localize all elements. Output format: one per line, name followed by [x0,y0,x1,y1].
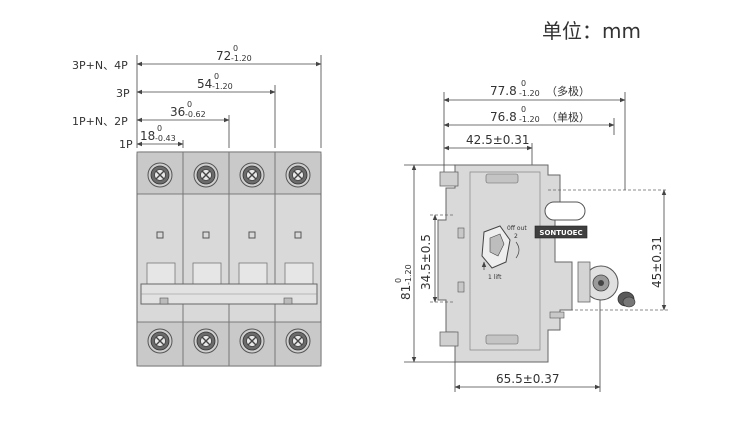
depth-single-note: （单极） [546,110,590,124]
rail-height-value: 34.5±0.5 [419,234,433,290]
width-1p-upper: 0 [157,124,162,133]
right-height-value: 45±0.31 [650,236,664,288]
width-4p-lower: -1.20 [231,54,252,63]
unit-label: 单位：mm [542,19,641,43]
front-view: 3P+N、4P 3P 1P+N、2P 1P 72 0 -1.20 54 0 -1… [72,44,322,367]
depth-single-upper: 0 [521,105,526,114]
width-2p-upper: 0 [187,100,192,109]
rail-slot [544,201,586,221]
width-4p-upper: 0 [233,44,238,53]
width-3p-lower: -1.20 [212,82,233,91]
width-1p-value: 18 [140,129,155,143]
pole-label-3p: 3P [116,87,130,100]
breaker-side-body [437,164,573,363]
terminal-screw-icon [285,162,311,188]
depth-multi-lower: -1.20 [519,89,540,98]
terminal-screw-icon [147,328,173,354]
terminal-screw-icon [239,162,265,188]
depth-single-value: 76.8 [490,110,517,124]
depth-multi-upper: 0 [521,79,526,88]
pole-label-4p: 3P+N、4P [72,59,128,72]
top-offset-value: 42.5±0.31 [466,133,530,147]
handle-lift-text: 1 lift [488,274,502,281]
height-upper: 0 [394,278,403,283]
bottom-depth-value: 65.5±0.37 [496,372,560,386]
terminal-screw-icon [193,328,219,354]
width-4p-value: 72 [216,49,231,63]
width-1p-lower: -0.43 [155,134,176,143]
width-2p-value: 36 [170,105,185,119]
height-lower: -1.20 [404,264,413,285]
side-view: 77.8 0 -1.20 （多极） 76.8 0 -1.20 （单极） 42.5… [394,79,668,392]
terminal-screw-icon [193,162,219,188]
height-value: 81 [399,285,413,300]
terminal-screw-icon [147,162,173,188]
depth-single-lower: -1.20 [519,115,540,124]
depth-multi-value: 77.8 [490,84,517,98]
width-3p-upper: 0 [214,72,219,81]
pole-label-1p: 1P [119,138,133,151]
depth-multi-note: （多极） [546,84,590,98]
pole-label-2p: 1P+N、2P [72,115,128,128]
width-2p-lower: -0.62 [185,110,206,119]
handle-off-text: 0ff out [507,225,527,232]
brand-label: SONTUOEC [539,229,582,237]
width-3p-value: 54 [197,77,212,91]
handle-2-text: 2 [514,233,518,240]
terminal-screw-icon [285,328,311,354]
terminal-screw-icon [239,328,265,354]
